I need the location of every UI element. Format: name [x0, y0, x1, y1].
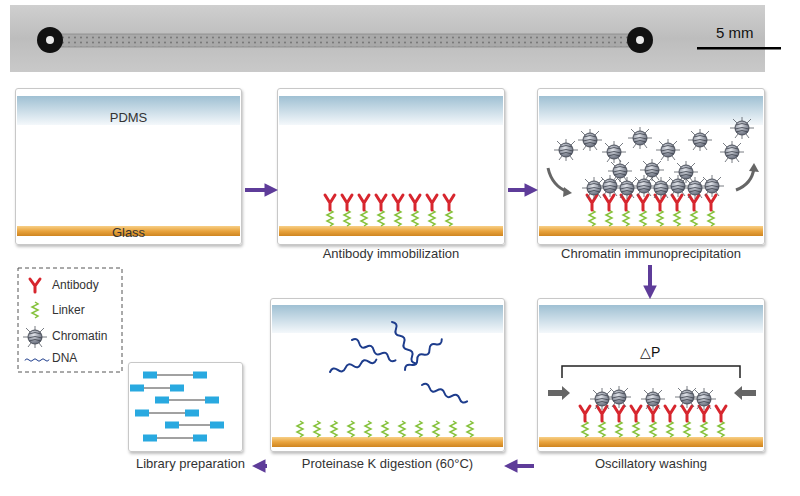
legend-symbol [30, 279, 40, 292]
chromatin-cluster [554, 117, 754, 199]
step-caption: Library preparation [108, 456, 273, 472]
step-caption: Oscillatory washing [517, 456, 785, 472]
process-panel: Library preparation [128, 362, 253, 472]
panel-frame [537, 88, 765, 245]
panel-frame [537, 298, 765, 452]
layer-label: PDMS [15, 110, 242, 126]
legend-box [18, 268, 122, 372]
flow-arrow [648, 265, 652, 295]
panel-frame [270, 298, 505, 452]
flow-arrow [256, 464, 267, 468]
scale-label: 5 mm [716, 24, 754, 41]
process-panel: PDMS Glass [15, 88, 242, 262]
panel-frame [128, 362, 243, 452]
flow-arrow [245, 188, 274, 192]
inlet [37, 27, 63, 53]
legend-label: Linker [52, 303, 85, 317]
sequencing-reads [137, 375, 217, 438]
layer-label: Glass [15, 225, 242, 241]
step-caption: Chromatin immunoprecipitation [517, 246, 785, 262]
process-panel: Chromatin immunoprecipitation [537, 88, 765, 262]
panel-frame [277, 88, 505, 245]
process-panel: Oscillatory washing [537, 298, 765, 472]
linker-array [297, 421, 473, 437]
dna-fragment [329, 321, 468, 404]
flow-arrow [508, 464, 534, 468]
antibody-array [587, 195, 716, 226]
step-caption: Proteinase K digestion (60°C) [250, 456, 525, 472]
sequencing-reads [130, 372, 224, 442]
flow-arrow [548, 168, 754, 192]
channel [58, 34, 638, 47]
step-caption: Antibody immobilization [257, 246, 525, 262]
pressure-arrow [548, 386, 756, 400]
pressure-label: △P [640, 344, 660, 360]
process-panel: Antibody immobilization [277, 88, 505, 262]
legend-symbol [23, 326, 47, 348]
legend-label: Chromatin [52, 329, 107, 343]
outlet [627, 27, 653, 53]
legend-label: Antibody [52, 278, 99, 292]
chromatin-cluster [590, 386, 716, 410]
scale-bar [697, 47, 781, 50]
antibody-array [325, 195, 454, 226]
pressure-bracket [562, 366, 740, 378]
antibody-array [580, 406, 726, 437]
device-photo [10, 5, 765, 72]
process-panel: Proteinase K digestion (60°C) [270, 298, 505, 472]
legend-symbol [25, 359, 49, 362]
flow-arrow [508, 188, 534, 192]
legend-label: DNA [52, 351, 77, 365]
legend-symbol [32, 302, 38, 318]
